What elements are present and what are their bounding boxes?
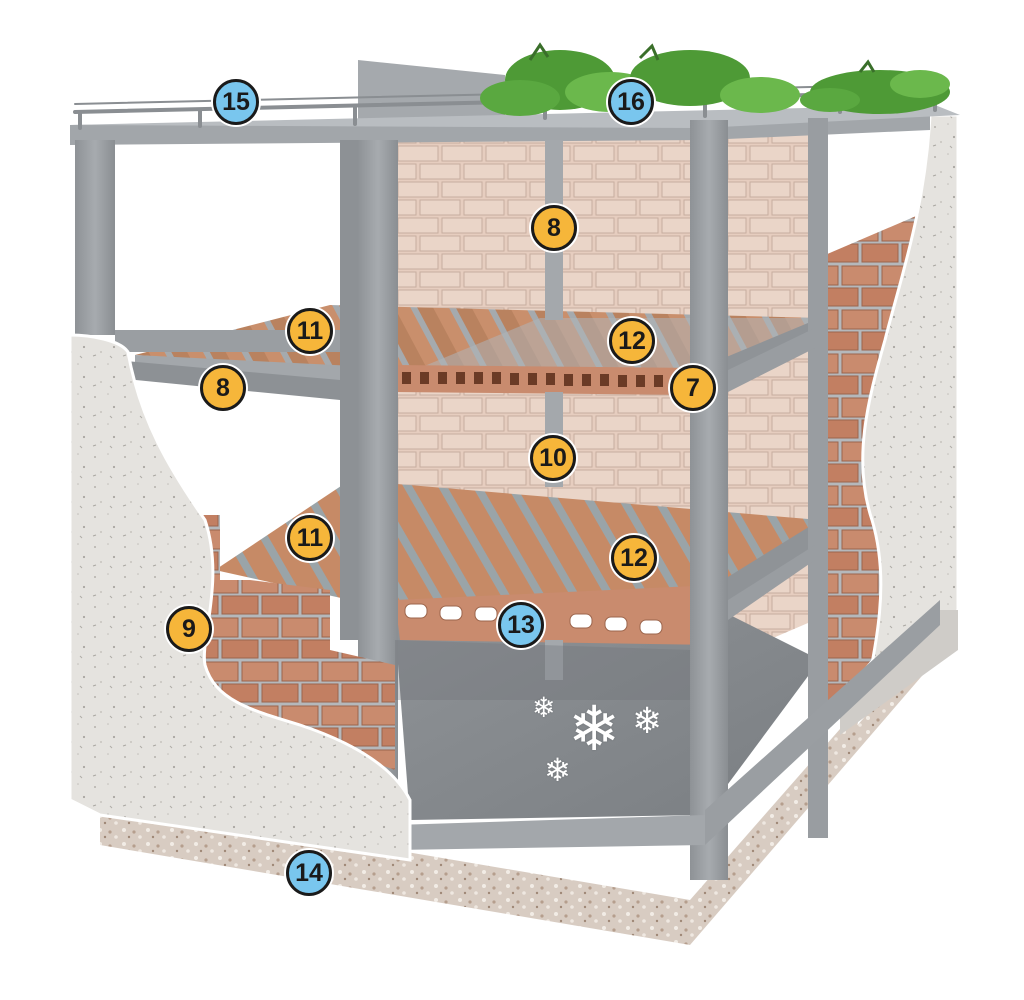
marker-12-lower: 12 bbox=[611, 535, 657, 581]
concrete-frame bbox=[70, 105, 960, 880]
greenery-icon bbox=[480, 42, 950, 116]
marker-12-upper: 12 bbox=[609, 318, 655, 364]
marker-16: 16 bbox=[608, 79, 654, 125]
snowflake-icon: ❄ bbox=[632, 701, 663, 742]
marker-13: 13 bbox=[498, 602, 544, 648]
marker-11-lower: 11 bbox=[287, 515, 333, 561]
right-exterior-wall bbox=[825, 113, 960, 735]
ground-floor-shadow bbox=[395, 640, 690, 700]
marker-8-lower: 8 bbox=[200, 365, 246, 411]
snowflake-icon: ❄ bbox=[532, 691, 556, 724]
marker-8-upper: 8 bbox=[531, 205, 577, 251]
rear-parapet bbox=[358, 60, 505, 120]
marker-7: 7 bbox=[670, 365, 716, 411]
marker-14: 14 bbox=[286, 850, 332, 896]
marker-11-upper: 11 bbox=[287, 308, 333, 354]
snowflake-icon: ❄ bbox=[568, 692, 620, 765]
marker-10: 10 bbox=[530, 435, 576, 481]
snowflake-icon: ❄ bbox=[544, 751, 571, 789]
marker-15: 15 bbox=[213, 79, 259, 125]
marker-9: 9 bbox=[166, 606, 212, 652]
